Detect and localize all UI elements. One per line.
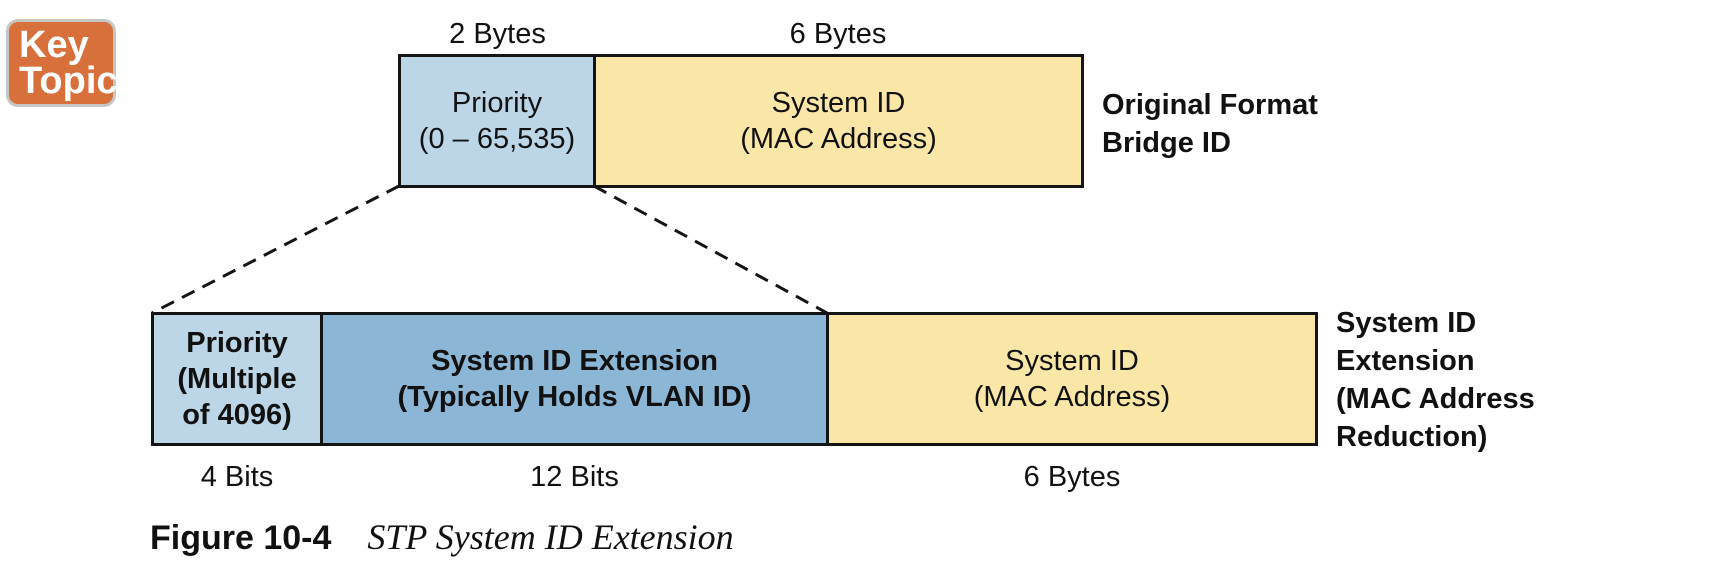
bottom-system-id-line-1: System ID [1005,345,1139,377]
original-format-title-line-2: Bridge ID [1102,127,1231,159]
bottom-system-id-size-label: 6 Bytes [1023,461,1121,493]
top-priority-line-1: Priority [451,87,543,119]
top-system-id-field: System ID (MAC Address) [593,54,1084,188]
top-priority-line-2: (0 – 65,535) [418,123,576,155]
figure-caption: Figure 10-4 STP System ID Extension [150,516,734,558]
extension-title-line-1: System ID [1336,307,1477,339]
extension-size-label: 12 Bits [530,461,619,493]
left-dashed-line [151,184,400,315]
bottom-priority-line-2: (Multiple [177,363,297,395]
key-topic-badge: Key Topic [6,19,118,107]
system-id-extension-field: System ID Extension (Typically Holds VLA… [320,312,829,446]
extension-title-line-3: (MAC Address [1336,383,1535,415]
right-dashed-line [593,184,828,315]
top-system-id-size-label: 6 Bytes [789,18,887,50]
bottom-priority-field: Priority (Multiple of 4096) [151,312,323,446]
extension-title-line-4: Reduction) [1336,421,1488,453]
bottom-priority-size-label: 4 Bits [200,461,274,493]
extension-line-2: (Typically Holds VLAN ID) [397,381,752,413]
top-system-id-line-1: System ID [771,87,906,119]
original-format-title-line-1: Original Format [1102,89,1318,121]
bottom-system-id-field: System ID (MAC Address) [826,312,1318,446]
bottom-priority-line-3: of 4096) [182,399,292,431]
figure-number: Figure 10-4 [150,519,332,557]
extension-title-line-2: Extension [1336,345,1475,377]
system-id-extension-title: System ID Extension (MAC Address Reducti… [1336,304,1535,456]
top-system-id-line-2: (MAC Address) [740,123,937,155]
top-priority-size-label: 2 Bytes [449,18,546,50]
extension-line-1: System ID Extension [431,345,718,377]
top-priority-field: Priority (0 – 65,535) [398,54,596,188]
figure-title: STP System ID Extension [367,517,734,557]
badge-line-1: Key [19,24,89,66]
badge-line-2: Topic [19,60,118,102]
bottom-priority-line-1: Priority [186,327,288,359]
bottom-system-id-line-2: (MAC Address) [973,381,1171,413]
original-format-title: Original Format Bridge ID [1102,86,1318,162]
